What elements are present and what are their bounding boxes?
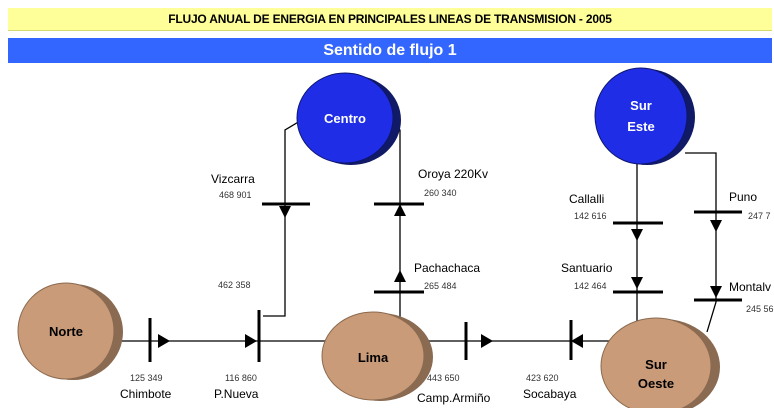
label-chimbote: Chimbote: [120, 387, 172, 401]
node-sur-oeste-label-2: Oeste: [638, 376, 674, 391]
arrow-pachachaca: [394, 270, 406, 282]
arrow-montalvo: [710, 286, 722, 298]
arrow-vizcarra: [279, 206, 291, 218]
value-callalli: 142 616: [574, 211, 607, 221]
arrow-pnueva: [245, 334, 257, 348]
value-chimbote: 125 349: [130, 373, 163, 383]
arrow-callalli: [631, 229, 643, 241]
flow-direction-subtitle: Sentido de flujo 1: [8, 38, 772, 63]
value-pachachaca: 265 484: [424, 281, 457, 291]
node-sur-oeste: Sur Oeste: [600, 317, 720, 408]
node-lima-label: Lima: [358, 350, 389, 365]
node-centro-label: Centro: [324, 111, 366, 126]
arrow-camp-armino: [481, 334, 493, 348]
value-pnueva: 116 860: [225, 373, 257, 383]
value-vizcarra-lower: 462 358: [218, 280, 251, 290]
value-camp-armino: 443 650: [427, 373, 460, 383]
label-pachachaca: Pachachaca: [414, 261, 480, 275]
line-puno: [685, 152, 717, 333]
value-santuario: 142 464: [574, 281, 607, 291]
value-puno: 247 7: [748, 211, 771, 221]
value-montalvo: 245 56: [746, 304, 774, 314]
node-sur-este: Sur Este: [594, 67, 695, 165]
arrow-santuario: [631, 277, 643, 289]
node-lima: Lima: [321, 311, 433, 401]
label-santuario: Santuario: [561, 261, 613, 275]
label-puno: Puno: [729, 190, 757, 204]
node-norte: Norte: [17, 282, 123, 380]
chart-title: FLUJO ANUAL DE ENERGIA EN PRINCIPALES LI…: [8, 8, 772, 31]
node-sur-este-label-2: Este: [627, 119, 654, 134]
node-sur-oeste-label-1: Sur: [645, 357, 667, 372]
node-norte-label: Norte: [49, 324, 83, 339]
value-oroya: 260 340: [424, 188, 457, 198]
label-montalvo: Montalv: [729, 280, 771, 294]
bus-bars: [148, 202, 742, 362]
value-socabaya: 423 620: [526, 373, 559, 383]
value-vizcarra: 468 901: [219, 190, 252, 200]
arrow-puno: [710, 220, 722, 232]
node-sur-este-label-1: Sur: [630, 98, 652, 113]
label-pnueva: P.Nueva: [214, 387, 259, 401]
flow-arrows: [158, 204, 722, 348]
node-centro: Centro: [296, 72, 401, 165]
label-socabaya: Socabaya: [523, 387, 577, 401]
label-vizcarra: Vizcarra: [211, 172, 255, 186]
line-vizcarra: [263, 117, 306, 317]
arrow-oroya: [394, 204, 406, 216]
arrow-chimbote: [158, 334, 170, 348]
label-camp-armino: Camp.Armiño: [417, 391, 491, 405]
arrow-socabaya: [571, 334, 583, 348]
label-callalli: Callalli: [569, 192, 604, 206]
label-oroya: Oroya 220Kv: [418, 167, 488, 181]
